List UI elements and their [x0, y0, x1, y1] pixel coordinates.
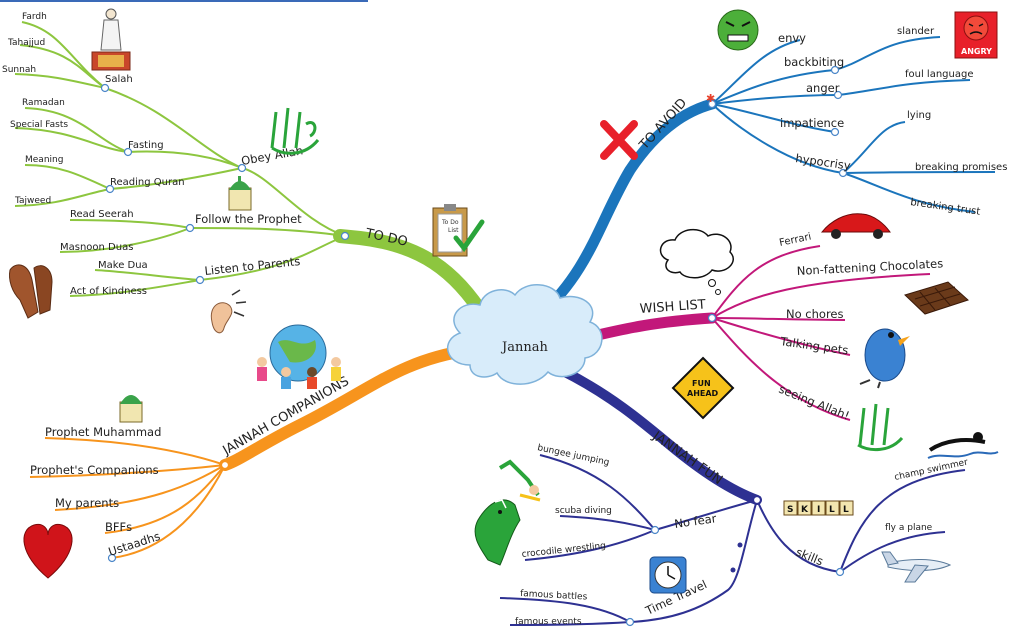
skill-tile-letter: K [801, 505, 809, 515]
crocodile-icon [474, 499, 521, 566]
nofear-item: bungee jumping [536, 443, 610, 468]
thought-cloud-icon [659, 228, 734, 295]
skill-tile-letter: S [787, 505, 793, 515]
companion-item: BFFs [105, 520, 132, 534]
praying-hands-icon [9, 264, 53, 319]
quran-item: Meaning [25, 155, 63, 165]
sports-car-icon [820, 213, 891, 239]
time-item: famous events [515, 617, 582, 627]
wish-item: Ferrari [778, 231, 812, 249]
prophet-item: Read Seerah [70, 209, 134, 220]
skill-tile-letter: L [829, 505, 835, 515]
branch-fun-label: JANNAH FUN [649, 428, 725, 488]
mosque-icon [228, 176, 252, 211]
avoid-subitem: breaking promises [915, 162, 1007, 173]
fun-ahead-sign-icon: FUN AHEAD [671, 356, 735, 420]
avoid-subitem: breaking trust [910, 197, 981, 218]
listen-parents-label: Listen to Parents [204, 254, 301, 278]
diver-icon [498, 459, 541, 502]
angry-caption: ANGRY [961, 47, 992, 56]
avoid-item: backbiting [784, 55, 844, 69]
todo-list-line: List [448, 227, 459, 234]
green-face-icon [717, 9, 759, 51]
airplane-icon [881, 551, 952, 583]
branch-companions [219, 344, 476, 471]
branch-avoid [534, 98, 718, 321]
avoid-subitem: foul language [905, 69, 974, 80]
fasting-label: Fasting [128, 140, 164, 151]
allah-calligraphy-icon [270, 107, 320, 155]
nofear-label: No fear [673, 511, 717, 531]
avoid-item: impatience [780, 116, 844, 130]
red-cross-icon [600, 120, 638, 160]
time-item: famous battles [520, 589, 588, 603]
branch-todo [333, 229, 492, 325]
quran-item: Tajweed [14, 196, 51, 206]
skills-item: fly a plane [885, 523, 933, 533]
quran-label: Reading Quran [110, 177, 185, 188]
wish-item: seeing Allah! [777, 382, 852, 423]
fun-sign-line: AHEAD [687, 389, 719, 398]
fasting-item: Special Fasts [10, 120, 68, 130]
companion-item: My parents [55, 496, 119, 510]
salah-item: Sunnah [2, 65, 36, 75]
avoid-star-icon: ✱ [706, 92, 715, 105]
parents-item: Act of Kindness [70, 286, 147, 297]
ear-icon [210, 289, 247, 334]
avoid-item: anger [806, 81, 840, 95]
bird-icon [859, 328, 910, 389]
skill-tile-letter: L [843, 505, 849, 515]
wish-item: No chores [786, 307, 843, 321]
chocolate-icon [904, 281, 969, 315]
branch-wish-label: WISH LIST [639, 297, 706, 317]
nofear-item: crocodile wrestling [521, 541, 606, 560]
center-label: Jannah [500, 340, 548, 355]
prophet-item: Masnoon Duas [60, 242, 133, 253]
center-cloud[interactable]: Jannah [446, 284, 603, 385]
clock-icon [649, 556, 687, 594]
salah-item: Fardh [22, 12, 47, 22]
clipboard-icon: To Do List [432, 204, 485, 257]
salah-label: Salah [105, 74, 133, 85]
salah-item: Tahajjud [7, 38, 45, 48]
fun-sign-line: FUN [692, 379, 711, 388]
avoid-subitem: slander [897, 26, 935, 37]
allah-calligraphy-icon [857, 403, 904, 452]
mosque-icon [119, 395, 143, 423]
branch-avoid-label: TO AVOID [636, 96, 690, 154]
globe-children-icon [257, 324, 341, 389]
nofear-item: scuba diving [555, 506, 612, 516]
avoid-item: envy [778, 31, 806, 45]
companion-item: Prophet's Companions [30, 463, 159, 477]
todo-list-line: To Do [441, 219, 459, 226]
avoid-subitem: lying [907, 110, 931, 121]
skill-tile-letter: I [817, 505, 820, 515]
prayer-mat-icon [91, 8, 131, 71]
follow-prophet-label: Follow the Prophet [195, 212, 302, 226]
companion-item: Prophet Muhammad [45, 425, 161, 439]
angry-face-icon: ANGRY [954, 11, 998, 59]
heart-icon [23, 523, 73, 579]
swimmer-icon [927, 432, 999, 459]
fasting-item: Ramadan [22, 98, 65, 108]
skill-tiles-icon: S K I L L [783, 500, 854, 516]
wish-item: Talking pets [779, 334, 850, 358]
branch-wish [579, 312, 718, 344]
parents-item: Make Dua [98, 260, 148, 271]
skills-label: skills [794, 545, 825, 569]
branch-fun [560, 367, 762, 505]
